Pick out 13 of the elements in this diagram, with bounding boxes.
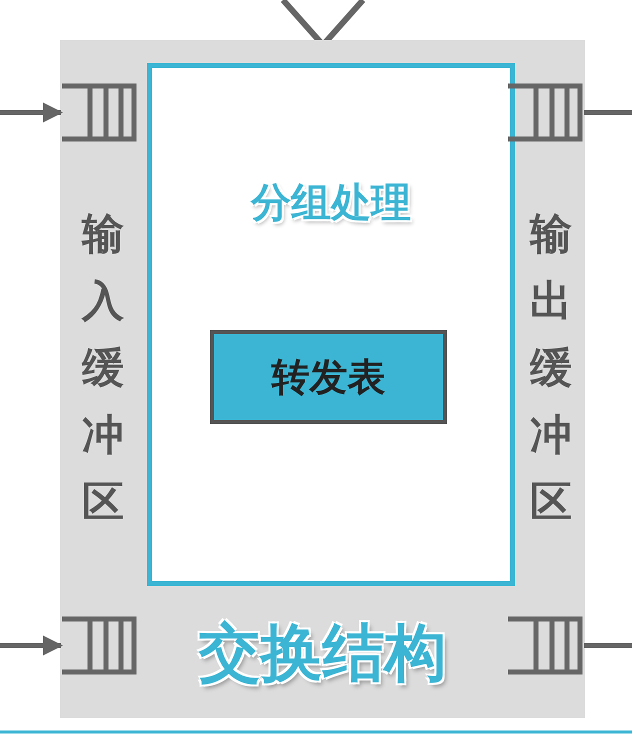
arrow [0,102,63,122]
switch-panel [60,40,585,718]
queue-icon [508,82,584,143]
vertical-label: 输出缓冲区 [528,208,573,528]
queue-icon [62,615,138,676]
fabric-title: 交换结构 [198,618,448,688]
table-box: 转发表 [210,330,447,424]
box-title: 分组处理 [249,179,412,228]
processing-box [147,63,515,586]
queue-icon [508,615,584,676]
queue-icon [62,82,138,143]
arrow [0,636,63,656]
vertical-label: 输入缓冲区 [80,208,125,528]
